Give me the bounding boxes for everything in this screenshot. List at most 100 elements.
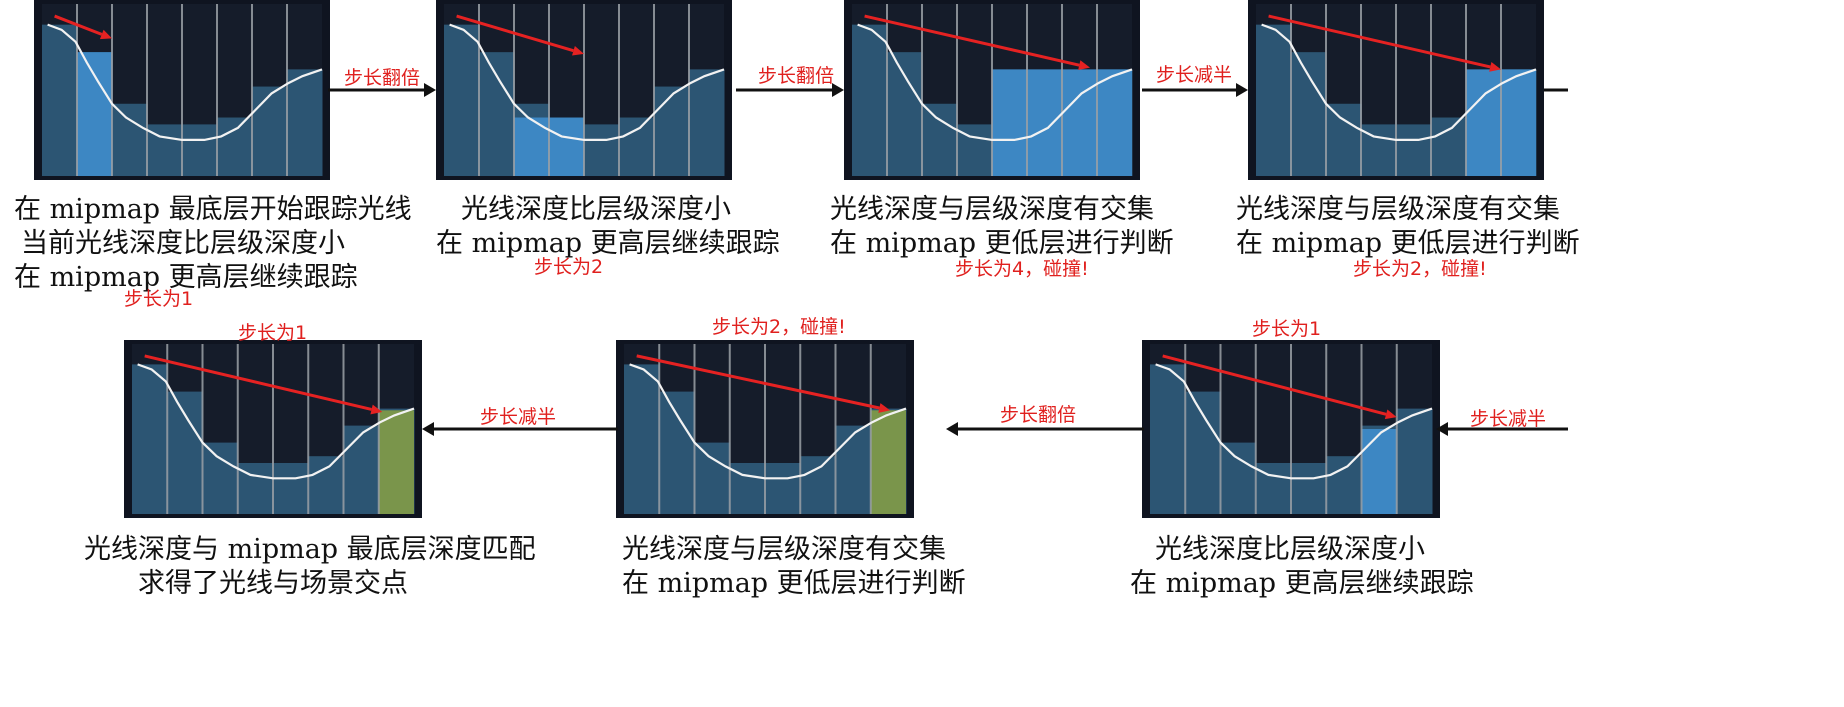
- depth-curve: [1261, 23, 1537, 141]
- arrow-right-1: [328, 83, 436, 97]
- connector-label: 步长减半: [1470, 408, 1547, 430]
- depth-curve: [449, 23, 725, 141]
- step-note: 步长为1: [1252, 318, 1322, 340]
- caption-line: 光线深度与层级深度有交集: [830, 194, 1154, 225]
- ray-line: [636, 354, 880, 410]
- depth-curve: [857, 23, 1133, 141]
- depth-curve: [1155, 363, 1433, 480]
- ray-line: [456, 14, 574, 53]
- arrow-continue-right: [1544, 88, 1568, 92]
- depth-column: [694, 442, 731, 514]
- depth-column: [343, 425, 380, 514]
- depth-column: [835, 425, 872, 514]
- caption-line: 在 mipmap 更高层继续跟踪: [1130, 568, 1474, 599]
- caption-line: 求得了光线与场景交点: [138, 568, 408, 599]
- depth-column: [1326, 103, 1362, 176]
- depth-column: [42, 24, 78, 176]
- panel-step-2: [436, 0, 732, 180]
- mipmap-panel-graphic: [1142, 340, 1440, 518]
- depth-column: [1256, 24, 1292, 176]
- depth-column: [1291, 52, 1327, 176]
- ray-line: [864, 14, 1080, 67]
- depth-column: [1396, 408, 1433, 514]
- arrow-left-2: [946, 422, 1144, 436]
- depth-column: [287, 69, 323, 176]
- depth-column: [202, 442, 239, 514]
- hit-cell: [870, 410, 906, 514]
- ray-arrowhead: [1078, 60, 1090, 71]
- mipmap-panel-graphic: [844, 0, 1140, 180]
- depth-curve: [629, 363, 907, 480]
- depth-column: [479, 52, 515, 176]
- step-note: 步长为2: [534, 256, 604, 278]
- connector-label: 步长翻倍: [344, 67, 421, 89]
- ray-arrowhead: [1489, 62, 1501, 72]
- depth-column: [765, 463, 801, 514]
- depth-curve: [137, 363, 415, 480]
- mipmap-panel-graphic: [124, 340, 422, 518]
- caption-step-6: 光线深度与层级深度有交集 在 mipmap 更低层进行判断: [622, 533, 966, 601]
- depth-column: [922, 103, 958, 176]
- depth-column: [167, 391, 203, 514]
- current-level-cell: [77, 52, 112, 176]
- panel-step-3: [844, 0, 1140, 180]
- connector-label: 步长减半: [480, 406, 557, 428]
- panel-step-7: [124, 340, 422, 518]
- depth-column: [1431, 117, 1467, 176]
- caption-step-3: 光线深度与层级深度有交集 在 mipmap 更低层进行判断: [830, 193, 1174, 261]
- depth-column: [1326, 456, 1362, 514]
- arrow-left-3: [1436, 422, 1568, 436]
- arrow-left-1: [422, 422, 618, 436]
- ray-line: [54, 14, 103, 36]
- ray-arrowhead: [1384, 409, 1397, 420]
- depth-column: [887, 52, 923, 176]
- caption-line: 光线深度与层级深度有交集: [622, 534, 946, 565]
- arrow-right-2: [736, 83, 844, 97]
- depth-curve: [47, 23, 323, 141]
- depth-column: [1396, 124, 1432, 176]
- depth-column: [273, 463, 309, 514]
- caption-step-1: 在 mipmap 最底层开始跟踪光线 当前光线深度比层级深度小 在 mipmap…: [14, 193, 412, 295]
- depth-column: [852, 24, 888, 176]
- depth-column: [689, 69, 725, 176]
- ray-arrowhead: [99, 29, 112, 40]
- step-note: 步长为1: [124, 288, 194, 310]
- ray-arrowhead: [370, 404, 383, 415]
- mipmap-panel-graphic: [616, 340, 914, 518]
- panel-step-6: [616, 340, 914, 518]
- caption-step-4: 光线深度与层级深度有交集 在 mipmap 更低层进行判断: [1236, 193, 1580, 261]
- depth-column: [659, 391, 695, 514]
- step-note: 步长为1: [238, 322, 308, 344]
- step-note: 步长为2，碰撞!: [712, 316, 846, 338]
- step-note: 步长为4，碰撞!: [955, 258, 1089, 280]
- caption-line: 光线深度与层级深度有交集: [1236, 194, 1560, 225]
- ray-line: [1268, 14, 1491, 69]
- depth-column: [619, 117, 655, 176]
- mipmap-panel-graphic: [1248, 0, 1544, 180]
- panel-step-1: [34, 0, 330, 180]
- panel-step-4: [1248, 0, 1544, 180]
- connector-label: 步长减半: [1156, 64, 1233, 86]
- depth-column: [217, 117, 253, 176]
- caption-line: 在 mipmap 最底层开始跟踪光线: [14, 194, 412, 225]
- caption-line: 光线深度比层级深度小: [461, 194, 731, 225]
- caption-step-2: 光线深度比层级深度小 在 mipmap 更高层继续跟踪: [436, 193, 780, 261]
- depth-column: [1185, 391, 1221, 514]
- caption-line: 光线深度与 mipmap 最底层深度匹配: [84, 534, 536, 565]
- ray-arrowhead: [572, 45, 584, 56]
- caption-line: 在 mipmap 更低层进行判断: [1236, 228, 1580, 259]
- depth-column: [308, 456, 344, 514]
- caption-line: 当前光线深度比层级深度小: [21, 228, 345, 259]
- depth-column: [132, 364, 168, 514]
- caption-line: 光线深度比层级深度小: [1155, 534, 1425, 565]
- mipmap-panel-graphic: [436, 0, 732, 180]
- depth-column: [584, 124, 620, 176]
- current-level-cell: [1361, 429, 1397, 514]
- panel-step-5: [1142, 340, 1440, 518]
- depth-column: [182, 124, 218, 176]
- depth-column: [624, 364, 660, 514]
- depth-column: [444, 24, 480, 176]
- caption-line: 在 mipmap 更高层继续跟踪: [436, 228, 780, 259]
- ray-arrowhead: [878, 403, 891, 413]
- mipmap-panel-graphic: [34, 0, 330, 180]
